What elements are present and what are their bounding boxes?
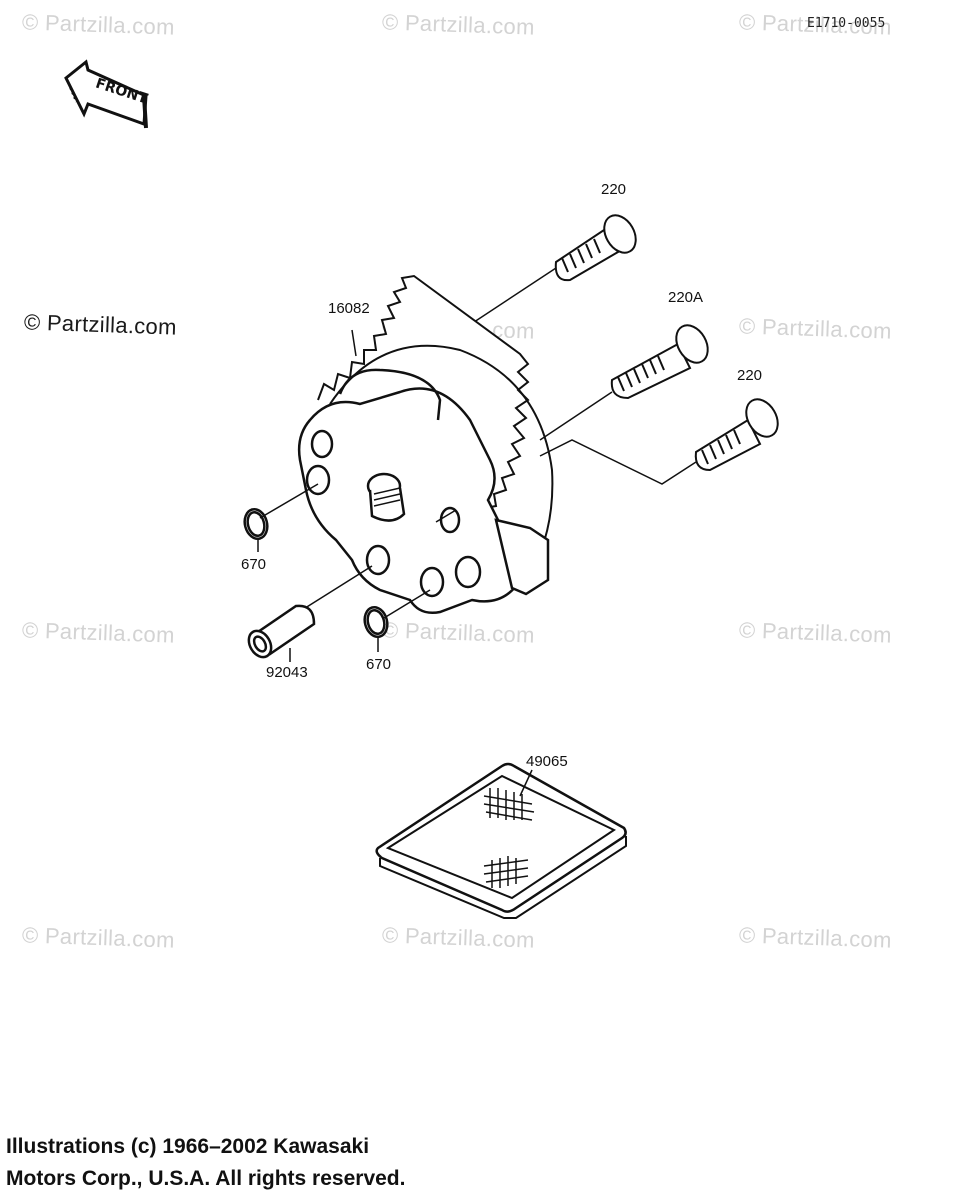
bolt-220-lower bbox=[539, 398, 779, 485]
hole-icon bbox=[305, 464, 331, 496]
hole-icon bbox=[419, 566, 445, 598]
hole-icon bbox=[310, 429, 334, 459]
copyright-line-1: Illustrations (c) 1966–2002 Kawasaki bbox=[6, 1135, 370, 1158]
copyright-notice: Illustrations (c) 1966–2002 Kawasaki Mot… bbox=[6, 1131, 405, 1195]
part-label-220-lower: 220 bbox=[737, 367, 763, 384]
part-label-16082: 16082 bbox=[328, 300, 370, 317]
diagram-code: E1710-0055 bbox=[807, 16, 886, 31]
hole-icon bbox=[454, 555, 482, 589]
front-arrow-icon: FRONT bbox=[64, 59, 150, 129]
part-label-49065: 49065 bbox=[526, 753, 568, 770]
bolt-220a bbox=[539, 324, 709, 441]
oil-screen bbox=[375, 762, 627, 919]
copyright-line-2: Motors Corp., U.S.A. All rights reserved… bbox=[6, 1167, 406, 1190]
o-ring-bottom bbox=[363, 605, 389, 652]
part-label-670-bottom: 670 bbox=[366, 656, 392, 673]
hole-icon bbox=[439, 506, 461, 534]
bolt-220-top bbox=[461, 214, 637, 331]
oil-pump-assembly bbox=[259, 274, 554, 619]
dowel-pin bbox=[247, 604, 316, 662]
part-label-220-top: 220 bbox=[601, 181, 627, 198]
part-label-670-left: 670 bbox=[241, 556, 267, 573]
part-label-92043: 92043 bbox=[266, 664, 308, 681]
part-label-220a: 220A bbox=[668, 289, 704, 306]
o-ring-left bbox=[243, 507, 269, 552]
hole-icon bbox=[365, 544, 391, 576]
